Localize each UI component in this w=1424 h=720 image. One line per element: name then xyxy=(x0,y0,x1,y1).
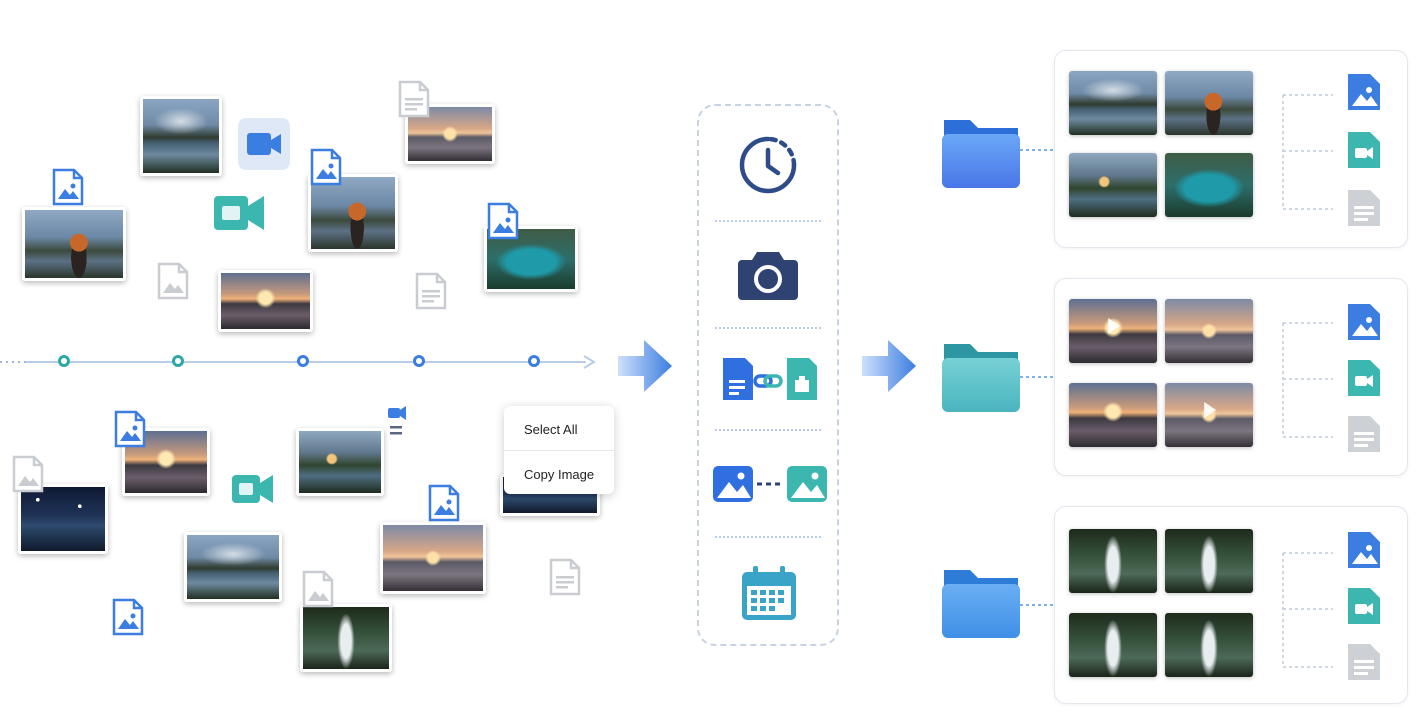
image-file-icon xyxy=(157,262,189,300)
sort-criteria-panel xyxy=(697,104,839,646)
image-file-icon xyxy=(487,202,519,240)
photo-thumbnail[interactable] xyxy=(308,174,398,252)
photo-thumbnail[interactable] xyxy=(300,604,392,672)
image-file-icon xyxy=(114,410,146,448)
video-camera-icon xyxy=(230,470,276,513)
play-icon xyxy=(1204,401,1217,418)
group-photo[interactable] xyxy=(1165,71,1253,135)
photo-thumbnail[interactable] xyxy=(405,104,495,164)
photo-thumbnail[interactable] xyxy=(22,207,126,281)
timeline-node[interactable] xyxy=(58,355,70,367)
image-file-icon xyxy=(302,570,334,608)
group-photo[interactable] xyxy=(1069,383,1157,447)
file-type-bracket xyxy=(1282,322,1333,438)
image-file-icon xyxy=(1348,74,1380,110)
calendar-icon[interactable] xyxy=(739,564,799,624)
folder-connectors xyxy=(1020,149,1054,606)
text-file-icon xyxy=(1348,416,1380,452)
group-photo[interactable] xyxy=(1165,529,1253,593)
group-photo[interactable] xyxy=(1165,299,1253,363)
video-file-icon xyxy=(386,404,408,445)
file-type-bracket xyxy=(1282,94,1333,210)
image-link-icon[interactable] xyxy=(711,462,829,506)
photo-thumbnail[interactable] xyxy=(184,532,282,602)
group-video[interactable] xyxy=(1069,299,1157,363)
image-file-icon xyxy=(12,455,44,493)
panel-divider xyxy=(715,536,821,538)
photo-thumbnail[interactable] xyxy=(218,270,313,332)
photo-thumbnail[interactable] xyxy=(296,428,384,496)
panel-divider xyxy=(715,220,821,222)
folder-icon[interactable] xyxy=(940,340,1022,414)
context-menu: Select All Copy Image xyxy=(504,406,614,494)
panel-divider xyxy=(715,429,821,431)
video-file-icon xyxy=(1348,132,1380,168)
document-link-icon[interactable] xyxy=(721,354,821,404)
text-file-icon xyxy=(415,272,447,310)
group-photo[interactable] xyxy=(1069,613,1157,677)
text-file-icon xyxy=(1348,644,1380,680)
camera-icon[interactable] xyxy=(737,248,799,302)
image-file-icon xyxy=(428,484,460,522)
text-file-icon xyxy=(549,558,581,596)
image-file-icon xyxy=(112,598,144,636)
group-photo[interactable] xyxy=(1069,153,1157,217)
text-file-icon xyxy=(1348,190,1380,226)
photo-thumbnail[interactable] xyxy=(18,484,108,554)
play-icon xyxy=(1108,317,1121,334)
menu-divider xyxy=(504,450,614,451)
group-photo[interactable] xyxy=(1165,613,1253,677)
video-file-icon xyxy=(1348,360,1380,396)
group-photo[interactable] xyxy=(1069,529,1157,593)
arrow-right-icon xyxy=(862,340,916,392)
photo-thumbnail[interactable] xyxy=(380,522,486,594)
select-all-menu-item[interactable]: Select All xyxy=(524,422,578,437)
text-file-icon xyxy=(398,80,430,118)
image-file-icon xyxy=(52,168,84,206)
group-photo[interactable] xyxy=(1165,153,1253,217)
panel-divider xyxy=(715,327,821,329)
video-file-icon xyxy=(1348,588,1380,624)
timeline-node[interactable] xyxy=(172,355,184,367)
video-camera-icon xyxy=(212,190,268,241)
group-video[interactable] xyxy=(1165,383,1253,447)
video-camera-icon xyxy=(238,118,290,170)
folder-icon[interactable] xyxy=(940,116,1022,190)
file-type-bracket xyxy=(1282,552,1333,668)
clock-icon[interactable] xyxy=(737,134,799,196)
timeline-node[interactable] xyxy=(528,355,540,367)
copy-image-menu-item[interactable]: Copy Image xyxy=(524,467,595,482)
image-file-icon xyxy=(1348,532,1380,568)
photo-thumbnail[interactable] xyxy=(140,96,222,176)
folder-icon[interactable] xyxy=(940,566,1022,640)
image-file-icon xyxy=(310,148,342,186)
arrow-right-icon xyxy=(618,340,672,392)
group-photo[interactable] xyxy=(1069,71,1157,135)
image-file-icon xyxy=(1348,304,1380,340)
timeline-node[interactable] xyxy=(413,355,425,367)
timeline-node[interactable] xyxy=(297,355,309,367)
